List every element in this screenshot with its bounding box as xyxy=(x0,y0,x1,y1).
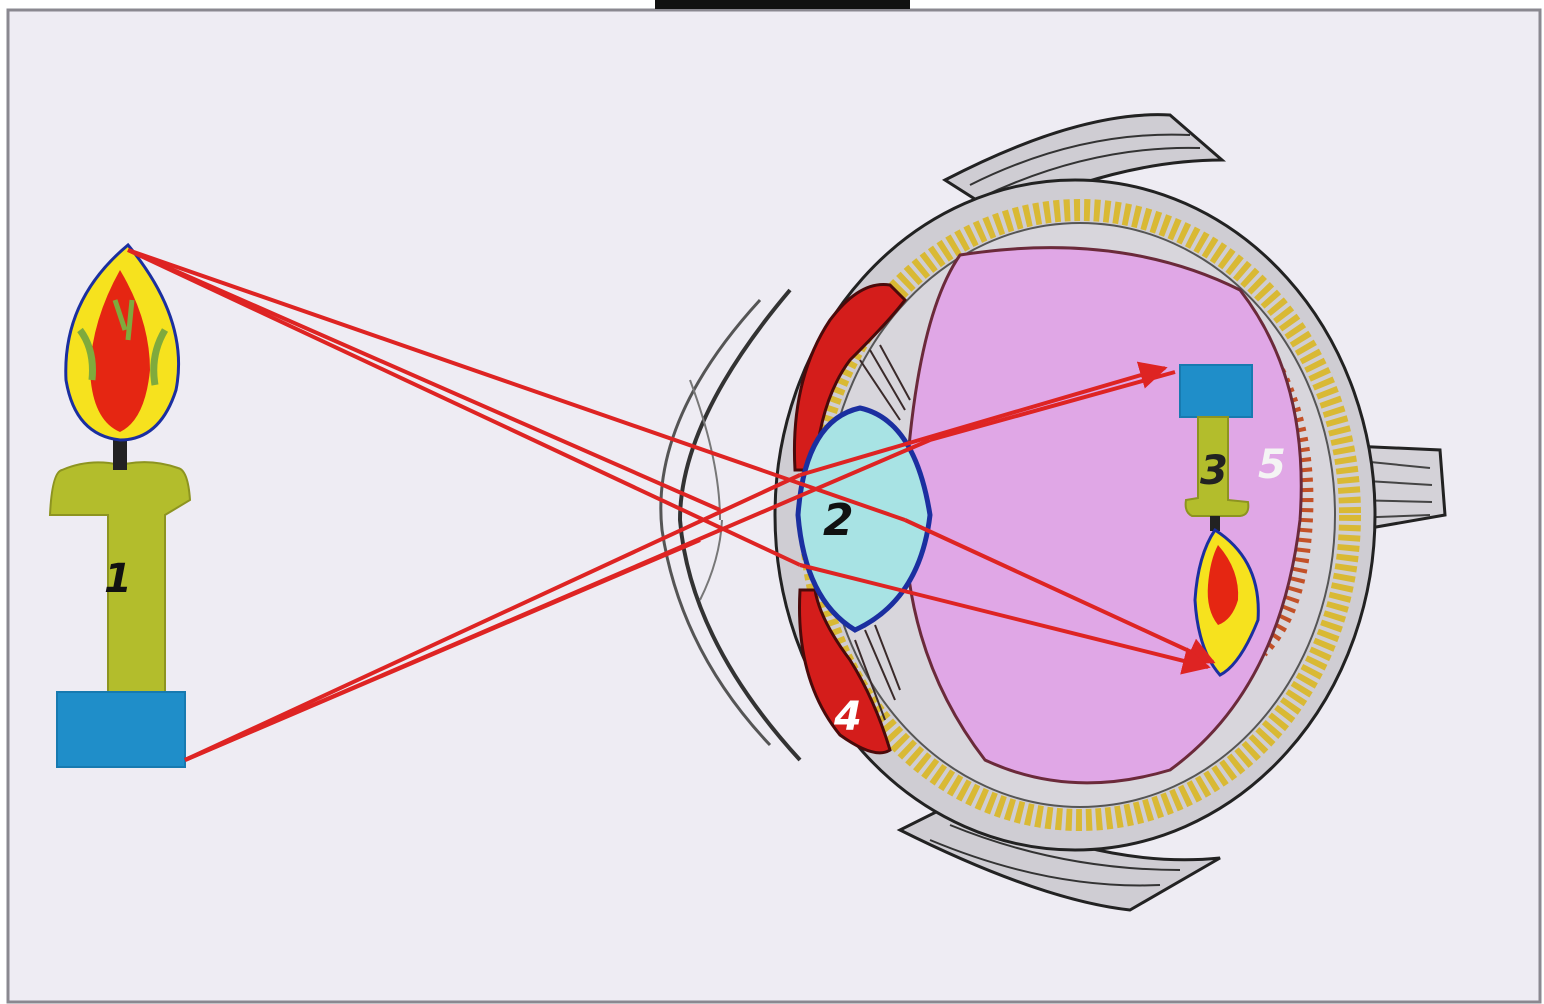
label-lens: 2 xyxy=(823,495,854,546)
candle-base xyxy=(57,692,185,767)
cropped-heading-strip xyxy=(655,0,910,9)
label-retinal-image: 3 xyxy=(1200,448,1228,494)
label-ciliary-muscle: 4 xyxy=(833,694,862,740)
label-object-candle: 1 xyxy=(104,556,132,602)
image-base xyxy=(1180,365,1252,417)
label-retina-spot: 5 xyxy=(1258,442,1286,488)
